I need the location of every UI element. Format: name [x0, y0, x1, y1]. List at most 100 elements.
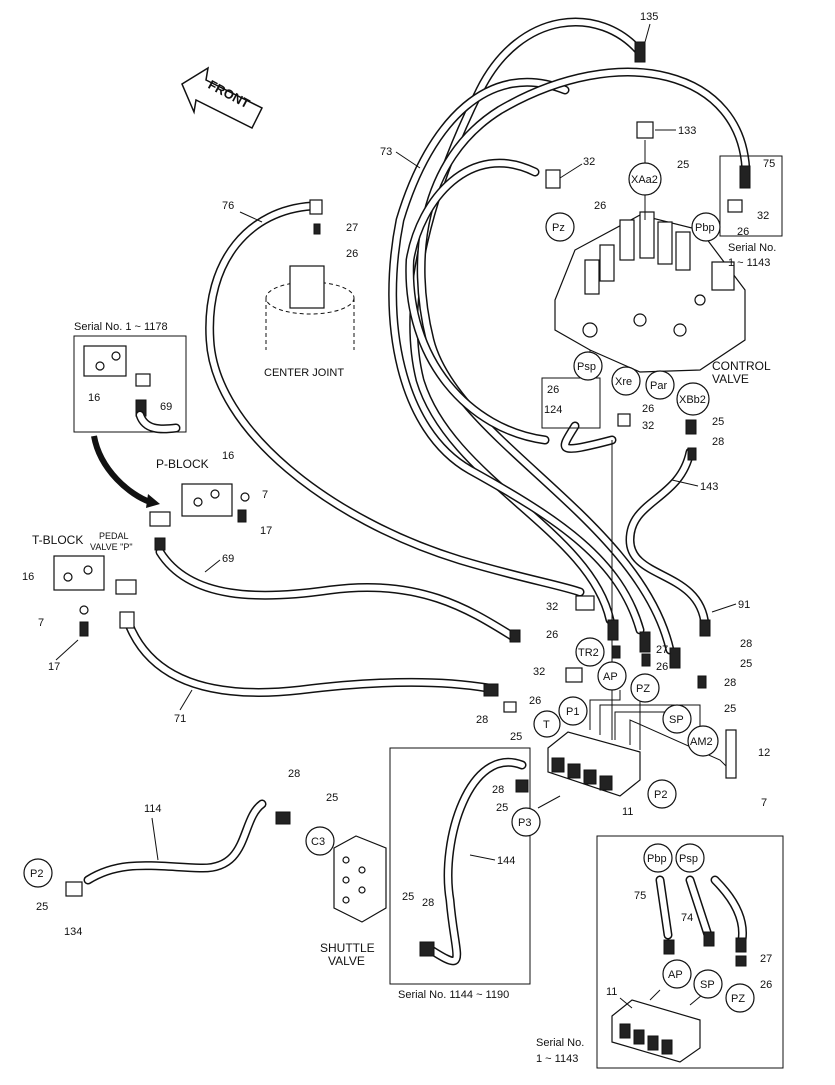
svg-text:32: 32 — [583, 156, 595, 168]
svg-text:17: 17 — [48, 661, 60, 673]
callout-26g: 26 — [656, 661, 668, 673]
callout-28d: 28 — [476, 714, 488, 726]
svg-text:27: 27 — [760, 953, 772, 965]
svg-text:25: 25 — [740, 658, 752, 670]
svg-text:143: 143 — [700, 481, 718, 493]
svg-text:PZ: PZ — [731, 993, 745, 1005]
port-p2-right: P2 — [647, 779, 677, 809]
serial-middle-box: Serial No. 1144 ~ 1190 — [398, 989, 509, 1001]
svg-text:28: 28 — [476, 714, 488, 726]
callout-114: 114 — [144, 803, 162, 861]
port-c3: C3 — [305, 826, 335, 856]
port-tr2: TR2 — [575, 637, 605, 667]
svg-text:Psp: Psp — [679, 853, 698, 865]
svg-text:SP: SP — [669, 714, 684, 726]
port-pz-inset: PZ — [725, 983, 755, 1013]
callout-133: 133 — [655, 125, 696, 137]
callout-75a: 75 — [763, 158, 775, 170]
callout-28g: 28 — [422, 897, 434, 909]
callout-17b: 17 — [48, 639, 79, 673]
callout-7c: 7 — [761, 797, 767, 809]
p-block: P-BLOCK PEDAL VALVE "P" — [90, 457, 250, 552]
svg-text:AP: AP — [603, 671, 618, 683]
svg-text:26: 26 — [656, 661, 668, 673]
control-valve — [554, 211, 746, 373]
callout-26f: 26 — [546, 629, 558, 641]
callout-69b: 69 — [204, 553, 234, 573]
svg-text:P2: P2 — [30, 868, 43, 880]
port-pz-top: Pz — [545, 212, 575, 242]
callout-27b: 27 — [656, 644, 668, 656]
svg-text:TR2: TR2 — [578, 647, 599, 659]
callout-134: 134 — [64, 926, 82, 938]
svg-text:Pbp: Pbp — [695, 222, 715, 234]
svg-text:C3: C3 — [311, 836, 325, 848]
svg-text:144: 144 — [497, 855, 515, 867]
svg-text:69: 69 — [222, 553, 234, 565]
port-p2-left: P2 — [23, 858, 53, 888]
callout-16c: 16 — [22, 571, 34, 583]
svg-text:27: 27 — [346, 222, 358, 234]
svg-text:26: 26 — [642, 403, 654, 415]
callout-26c: 26 — [346, 248, 358, 260]
callout-143: 143 — [671, 479, 718, 493]
svg-text:P1: P1 — [566, 706, 579, 718]
svg-text:25: 25 — [402, 891, 414, 903]
svg-text:PZ: PZ — [636, 683, 650, 695]
svg-text:32: 32 — [546, 601, 558, 613]
svg-text:27: 27 — [656, 644, 668, 656]
callout-135: 135 — [640, 11, 658, 43]
svg-text:26: 26 — [546, 629, 558, 641]
svg-text:T: T — [543, 719, 550, 731]
callout-25f: 25 — [496, 802, 508, 814]
svg-text:25: 25 — [36, 901, 48, 913]
callout-32d: 32 — [546, 601, 558, 613]
svg-text:26: 26 — [760, 979, 772, 991]
callout-73: 73 — [380, 146, 421, 169]
svg-text:Psp: Psp — [577, 361, 596, 373]
callout-25c: 25 — [740, 658, 752, 670]
svg-text:25: 25 — [677, 159, 689, 171]
svg-text:134: 134 — [64, 926, 82, 938]
control-valve-label-2: VALVE — [712, 372, 749, 386]
callout-16a: 16 — [88, 392, 100, 404]
manifold-11 — [547, 731, 641, 797]
callout-26a: 26 — [594, 200, 606, 212]
svg-text:AM2: AM2 — [690, 736, 713, 748]
port-xbb2: XBb2 — [676, 382, 710, 416]
svg-text:Pbp: Pbp — [647, 853, 667, 865]
svg-text:32: 32 — [642, 420, 654, 432]
port-sp-main: SP — [662, 704, 692, 734]
callout-16b: 16 — [222, 450, 234, 462]
svg-text:26: 26 — [346, 248, 358, 260]
svg-text:7: 7 — [262, 489, 268, 501]
port-t: T — [533, 710, 561, 738]
svg-text:28: 28 — [422, 897, 434, 909]
port-sp-inset: SP — [693, 969, 723, 999]
serial-right-upper-1: Serial No. — [728, 242, 776, 254]
port-pz-main: PZ — [630, 673, 660, 703]
callout-71: 71 — [174, 689, 193, 725]
callout-12: 12 — [758, 747, 770, 759]
serial-bottom-right-1: Serial No. — [536, 1037, 584, 1049]
pedal-valve-label-2: VALVE "P" — [90, 542, 133, 552]
callout-76: 76 — [222, 200, 263, 223]
callout-32e: 32 — [533, 666, 545, 678]
callout-25a: 25 — [677, 159, 689, 171]
callout-28f: 28 — [288, 768, 300, 780]
callout-27c: 27 — [760, 953, 772, 965]
t-block: T-BLOCK — [32, 533, 137, 637]
svg-text:135: 135 — [640, 11, 658, 23]
pblock-inset: Serial No. 1 ~ 1178 — [73, 321, 187, 434]
svg-text:26: 26 — [594, 200, 606, 212]
port-p1: P1 — [558, 696, 588, 726]
port-psp-inset: Psp — [675, 843, 705, 873]
callout-26d: 26 — [547, 384, 559, 396]
callout-32c: 32 — [642, 420, 654, 432]
svg-text:133: 133 — [678, 125, 696, 137]
svg-text:P2: P2 — [654, 789, 667, 801]
fittings — [65, 41, 751, 967]
callout-75b: 75 — [634, 890, 646, 902]
svg-text:75: 75 — [634, 890, 646, 902]
